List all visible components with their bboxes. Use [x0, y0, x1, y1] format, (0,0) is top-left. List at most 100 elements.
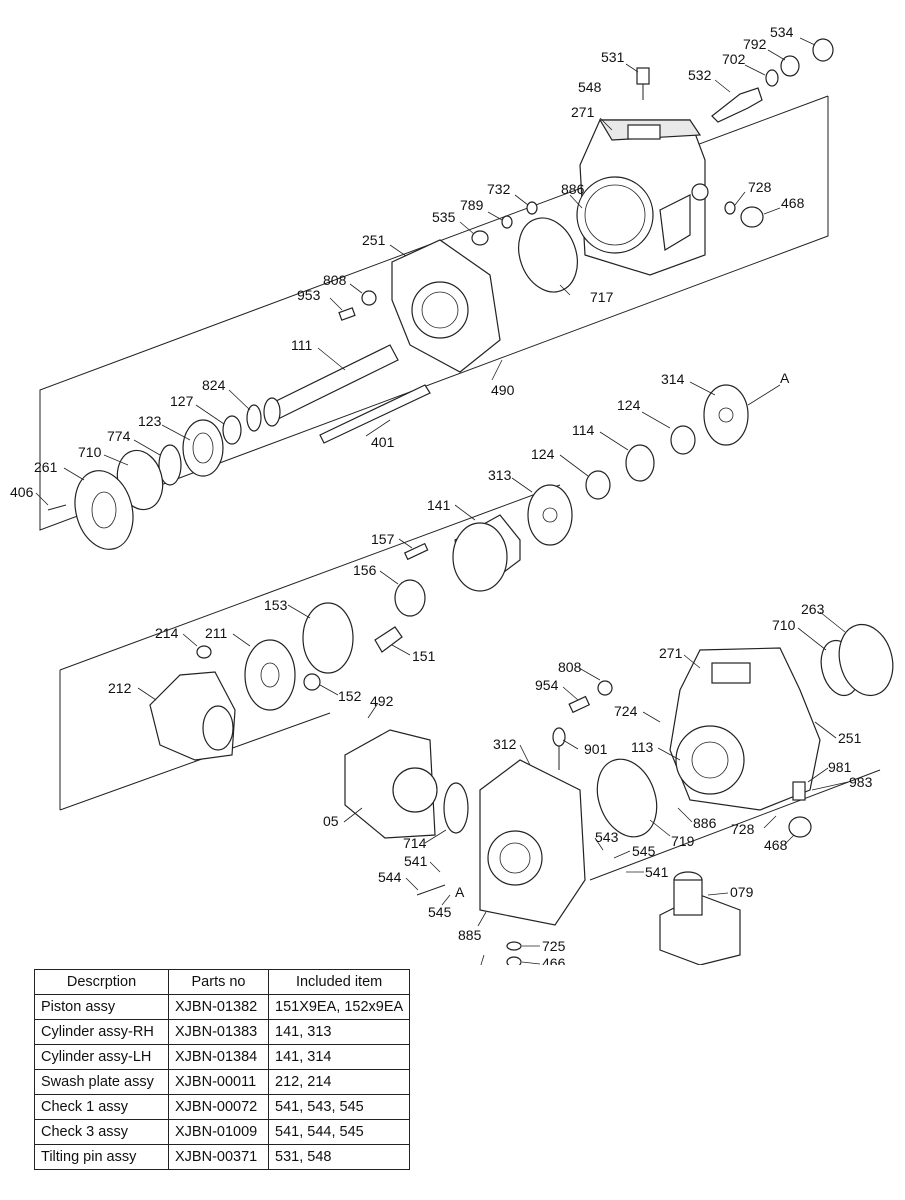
part-cylinder-141: [452, 514, 521, 592]
callout-label: 544: [378, 869, 402, 885]
callout-label: 124: [617, 397, 641, 413]
callout-label: 710: [78, 444, 102, 460]
part-cover-251: [391, 239, 501, 373]
callout-label: 156: [353, 562, 377, 578]
callout-label: 111: [291, 337, 312, 353]
table-row: Cylinder assy-RH XJBN-01383 141, 313: [34, 1019, 411, 1045]
callout-label: 124: [531, 446, 555, 462]
part-nut-808-upper: [361, 290, 377, 306]
part-shaft-111: [263, 344, 399, 427]
part-spring-157: [403, 542, 429, 561]
column-header-included-item: Included item: [267, 969, 411, 995]
part-cover-261: [74, 470, 134, 550]
table-header-row: Descrption Parts no Included item: [34, 969, 411, 995]
table-row: Piston assy XJBN-01382 151X9EA, 152x9EA: [34, 994, 411, 1020]
part-gearbox-05: [344, 729, 438, 839]
part-plug-468-lower: [788, 816, 812, 838]
callout-label: 545: [428, 904, 452, 920]
callout-label: 271: [659, 645, 683, 661]
callout-label: 545: [632, 843, 656, 859]
cell-parts-no: XJBN-00371: [168, 1144, 269, 1170]
part-gasket-717: [518, 217, 578, 293]
callout-label: 312: [493, 736, 517, 752]
callout-label: 314: [661, 371, 685, 387]
callout-label: 263: [801, 601, 825, 617]
callout-label: 127: [170, 393, 194, 409]
callout-label: 808: [558, 659, 582, 675]
cell-included-item: 141, 314: [267, 1044, 411, 1070]
part-fitting-532: [711, 87, 763, 123]
callout-label: 548: [578, 79, 602, 95]
part-ring-725: [506, 941, 522, 951]
part-swash-plate-212: [149, 671, 236, 761]
part-cover-263: [838, 623, 894, 697]
table-row: Cylinder assy-LH XJBN-01384 141, 314: [34, 1044, 411, 1070]
part-bush-535: [471, 230, 489, 246]
part-pin-214: [196, 645, 212, 659]
callout-label: 719: [671, 833, 695, 849]
callout-label: 714: [403, 835, 427, 851]
callout-label: 251: [838, 730, 862, 746]
callout-label: 702: [722, 51, 746, 67]
callout-label: 261: [34, 459, 58, 475]
callout-label: 541: [404, 853, 428, 869]
callout-label: 212: [108, 680, 132, 696]
part-gasket-714: [443, 782, 469, 834]
callout-label: 466: [542, 955, 566, 965]
cell-parts-no: XJBN-00011: [168, 1069, 269, 1095]
callout-label: 114: [572, 422, 595, 438]
cell-included-item: 541, 543, 545: [267, 1094, 411, 1120]
part-ring-732: [526, 201, 538, 215]
callout-label: 901: [584, 741, 608, 757]
callout-label: 492: [370, 693, 394, 709]
part-bolt-406: [47, 504, 67, 511]
callout-label: 157: [371, 531, 395, 547]
callout-label: 113: [631, 739, 654, 755]
callout-label: 251: [362, 232, 386, 248]
cell-included-item: 212, 214: [267, 1069, 411, 1095]
callout-label: 774: [107, 428, 131, 444]
part-ring-789: [501, 215, 513, 229]
part-plate-981: [792, 781, 806, 801]
cell-description: Tilting pin assy: [34, 1144, 169, 1170]
callout-label: 151: [412, 648, 436, 664]
callout-label: 724: [614, 703, 638, 719]
callout-label: 313: [488, 467, 512, 483]
callout-label: 953: [297, 287, 321, 303]
part-pin-544: [416, 884, 446, 896]
parts-table: Descrption Parts no Included item Piston…: [34, 969, 411, 1170]
part-plate-314: [703, 384, 749, 446]
cell-description: Swash plate assy: [34, 1069, 169, 1095]
callout-label: 954: [535, 677, 559, 693]
callout-label: 532: [688, 67, 712, 83]
part-bearing-123: [182, 419, 224, 477]
callout-label: 214: [155, 625, 179, 641]
part-plug-466: [506, 956, 522, 965]
part-retainer-153: [302, 602, 354, 674]
part-ring-774: [158, 444, 182, 486]
exploded-parts-diagram: 534 792 702 531 548 532 271 732 886 728 …: [10, 24, 894, 965]
part-gasket-719: [596, 758, 658, 838]
table-row: Check 1 assy XJBN-00072 541, 543, 545: [34, 1094, 411, 1120]
callout-label: 885: [458, 927, 482, 943]
cell-included-item: 141, 313: [267, 1019, 411, 1045]
cell-description: Check 3 assy: [34, 1119, 169, 1145]
column-header-description: Descrption: [34, 969, 169, 995]
part-piston-151: [374, 626, 403, 653]
callout-label: 141: [427, 497, 451, 513]
part-ring-792: [780, 55, 800, 77]
part-ring-824: [246, 404, 262, 432]
assembly-guide-lines: [39, 95, 881, 881]
callout-label: 079: [730, 884, 754, 900]
part-block-312: [479, 759, 586, 926]
part-ring-127: [222, 415, 242, 445]
callout-label: 983: [849, 774, 873, 790]
callout-label: 406: [10, 484, 34, 500]
callout-label: 468: [764, 837, 788, 853]
callout-label: 886: [561, 181, 585, 197]
callout-label: 824: [202, 377, 226, 393]
callout-label: 401: [371, 434, 395, 450]
callout-label: 468: [781, 195, 805, 211]
cell-description: Cylinder assy-LH: [34, 1044, 169, 1070]
callout-label: A: [780, 370, 790, 386]
